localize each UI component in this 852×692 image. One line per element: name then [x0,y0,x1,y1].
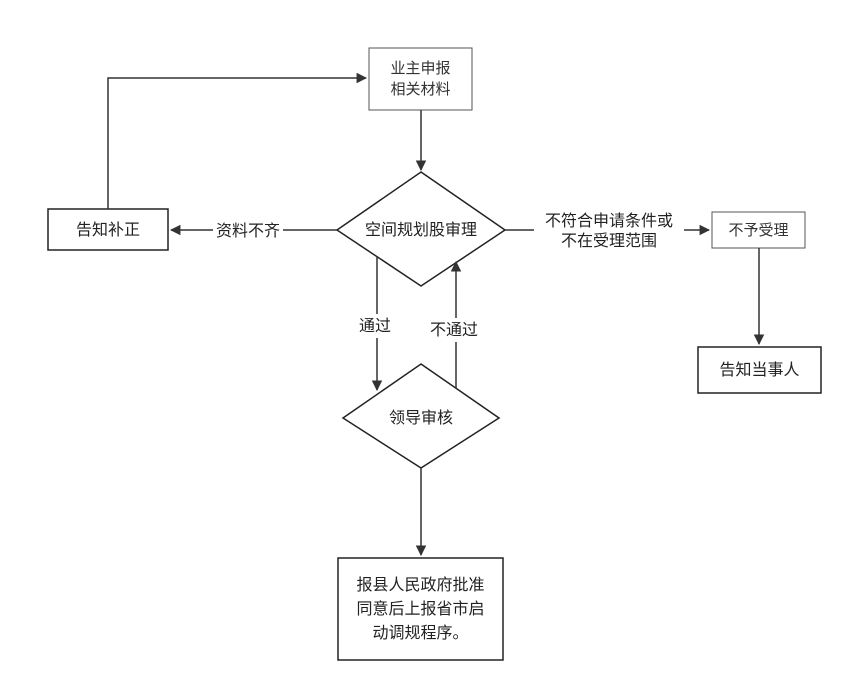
not-meet-line-1: 不符合申请条件或 [544,211,673,230]
notify-party-box [697,346,822,394]
edge-notify-fix-applicant [107,72,368,209]
edge-label-fail: 不通过 [428,318,481,342]
notify-fix-box [47,208,169,251]
final-box [337,557,504,661]
review-diamond [335,171,507,287]
edge-label-not-meet: 不符合申请条件或 不在受理范围 [534,211,684,251]
leader-diamond [341,363,501,469]
reject-box [711,211,806,249]
edge-label-pass: 通过 [357,314,394,338]
edge-label-incomplete: 资料不齐 [213,221,284,241]
not-meet-line-2: 不在受理范围 [560,231,657,250]
applicant-box [368,47,473,111]
